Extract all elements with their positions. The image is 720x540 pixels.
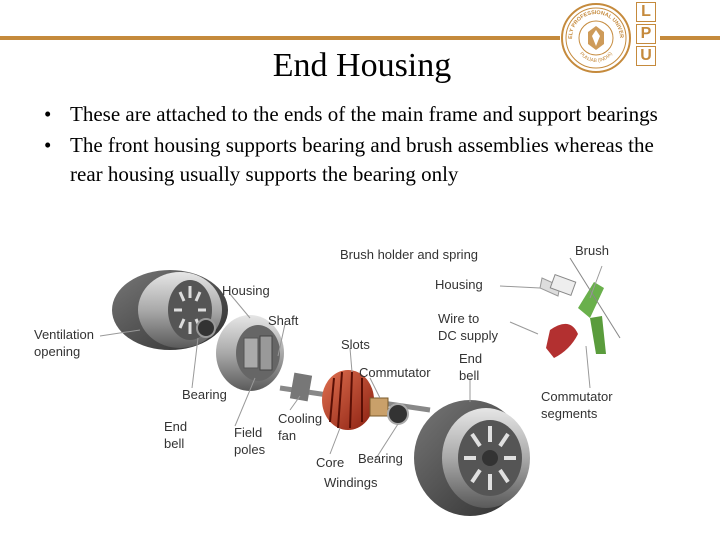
- label-bearing-right: Bearing: [358, 451, 403, 466]
- university-seal-logo: LOVELY PROFESSIONAL UNIVERSITY PUNJAB (I…: [560, 2, 631, 73]
- bullet-icon: •: [44, 102, 52, 126]
- brush-assembly: [539, 257, 621, 358]
- logo-letter-u: U: [636, 46, 656, 66]
- bullet-item: •These are attached to the ends of the m…: [40, 100, 680, 129]
- bullet-list: •These are attached to the ends of the m…: [40, 100, 680, 191]
- bullet-icon: •: [44, 133, 52, 157]
- logo-letter-p: P: [636, 24, 656, 44]
- dc-motor-exploded-diagram: Brush holder and spring Brush Housing Wi…: [30, 238, 690, 538]
- label-shaft: Shaft: [268, 313, 299, 328]
- left-end-bell: [112, 270, 228, 350]
- logo-letter-l: L: [636, 2, 656, 22]
- label-brush: Brush: [575, 243, 609, 258]
- label-housing-left: Housing: [222, 283, 270, 298]
- header-rule-right: [660, 36, 720, 40]
- right-end-bell: [414, 400, 530, 516]
- label-slots: Slots: [341, 337, 370, 352]
- leader-lines: [99, 265, 603, 461]
- motor-illustration: [99, 257, 621, 516]
- label-core: Core: [316, 455, 345, 470]
- label-brush-holder: Brush holder and spring: [340, 247, 479, 262]
- armature: [279, 370, 431, 430]
- housing: [216, 315, 284, 391]
- label-windings: Windings: [324, 475, 378, 490]
- header-rule-left: [0, 36, 560, 40]
- bullet-item: •The front housing supports bearing and …: [44, 133, 654, 186]
- label-housing-right: Housing: [435, 277, 483, 292]
- label-bearing-left: Bearing: [182, 387, 227, 402]
- slide-title: End Housing: [272, 47, 452, 84]
- label-commutator: Commutator: [359, 365, 431, 380]
